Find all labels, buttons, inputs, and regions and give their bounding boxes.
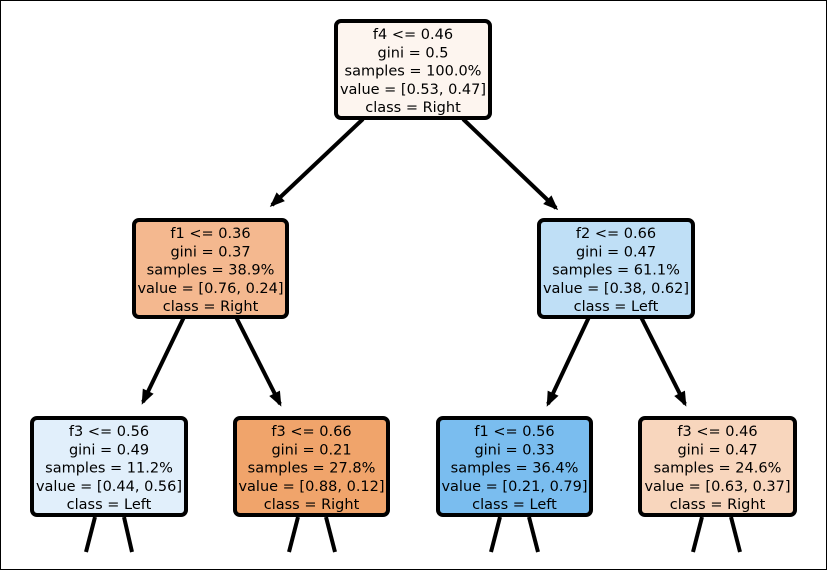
truncated-edge-4	[489, 516, 502, 553]
node-line: value = [0.38, 0.62]	[543, 281, 689, 297]
node-line: gini = 0.37	[170, 244, 250, 260]
node-line: samples = 38.9%	[147, 263, 275, 279]
node-line: value = [0.21, 0.79]	[441, 479, 587, 495]
arrowhead-right-right	[674, 390, 687, 407]
node-line: f4 <= 0.46	[373, 27, 453, 43]
node-line: value = [0.88, 0.12]	[238, 479, 384, 495]
edge-root-to-left	[270, 117, 365, 207]
edge-root-to-right	[461, 117, 558, 210]
arrowhead-right	[543, 195, 559, 211]
node-line: f3 <= 0.56	[69, 424, 149, 440]
node-line: samples = 61.1%	[552, 263, 680, 279]
tree-node-right-right: f3 <= 0.46 gini = 0.47 samples = 24.6% valu…	[638, 416, 797, 517]
node-line: gini = 0.5	[378, 45, 449, 61]
tree-node-left-left: f3 <= 0.56 gini = 0.49 samples = 11.2% valu…	[30, 416, 188, 517]
node-line: gini = 0.49	[69, 442, 149, 458]
node-line: gini = 0.47	[677, 442, 757, 458]
node-line: class = Right	[163, 299, 259, 315]
tree-node-right: f2 <= 0.66 gini = 0.47 samples = 61.1% valu…	[537, 218, 695, 319]
tree-node-root: f4 <= 0.46 gini = 0.5 samples = 100.0% valu…	[334, 19, 492, 120]
truncated-edge-5	[527, 516, 540, 553]
truncated-edge-1	[122, 516, 134, 553]
node-box	[233, 416, 390, 517]
arrowhead-left-left	[141, 388, 154, 405]
tree-node-right-left: f1 <= 0.56 gini = 0.33 samples = 36.4% valu…	[436, 416, 593, 517]
node-line: gini = 0.33	[474, 442, 554, 458]
node-line: f3 <= 0.66	[271, 424, 351, 440]
node-box	[537, 218, 695, 319]
node-line: f2 <= 0.66	[576, 226, 656, 242]
node-line: gini = 0.47	[576, 244, 656, 260]
node-line: f3 <= 0.46	[677, 424, 757, 440]
node-box	[132, 218, 289, 319]
node-line: class = Right	[365, 100, 461, 116]
node-line: class = Right	[264, 497, 360, 513]
node-line: value = [0.63, 0.37]	[644, 479, 790, 495]
node-line: samples = 24.6%	[654, 461, 782, 477]
node-line: samples = 36.4%	[451, 461, 579, 477]
tree-node-left-right: f3 <= 0.66 gini = 0.21 samples = 27.8% valu…	[233, 416, 390, 517]
edge-left-to-left-left	[141, 316, 186, 403]
arrowhead-left	[269, 192, 285, 208]
node-line: class = Left	[67, 497, 152, 513]
node-box	[638, 416, 797, 517]
tree-node-left: f1 <= 0.36 gini = 0.37 samples = 38.9% valu…	[132, 218, 289, 319]
edge-left-to-left-right	[234, 316, 282, 405]
truncated-edge-2	[287, 516, 300, 553]
node-box	[334, 19, 492, 120]
node-line: f1 <= 0.36	[170, 226, 250, 242]
node-line: f1 <= 0.56	[474, 424, 554, 440]
truncated-edge-6	[691, 516, 704, 553]
node-line: samples = 100.0%	[345, 64, 482, 80]
node-line: gini = 0.21	[271, 442, 351, 458]
node-line: value = [0.76, 0.24]	[137, 281, 283, 297]
node-line: value = [0.44, 0.56]	[36, 479, 182, 495]
edge-right-to-right-left	[546, 316, 591, 405]
node-line: samples = 11.2%	[45, 461, 173, 477]
node-line: samples = 27.8%	[248, 461, 376, 477]
node-line: class = Right	[670, 497, 766, 513]
node-line: class = Left	[472, 497, 557, 513]
node-box	[436, 416, 593, 517]
arrowhead-right-left	[546, 390, 559, 407]
truncated-edge-3	[324, 516, 337, 553]
truncated-edge-7	[729, 516, 742, 553]
node-line: value = [0.53, 0.47]	[340, 82, 486, 98]
arrowhead-left-right	[269, 390, 282, 407]
node-box	[30, 416, 188, 517]
edge-right-to-right-right	[639, 316, 687, 405]
node-line: class = Left	[574, 299, 659, 315]
truncated-edge-0	[84, 516, 97, 553]
